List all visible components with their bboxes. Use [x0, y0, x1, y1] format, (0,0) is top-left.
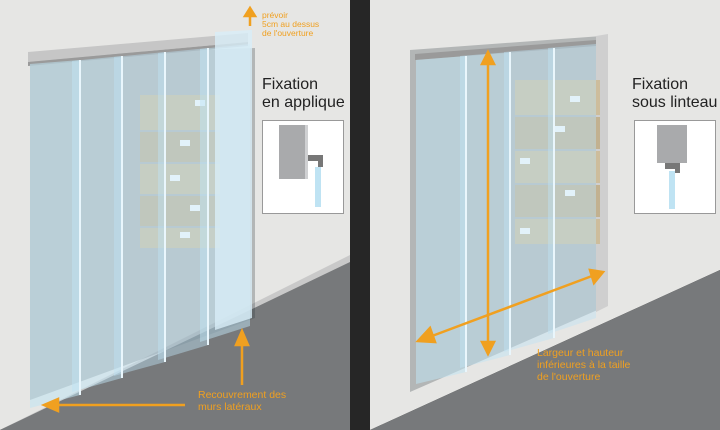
right-note-line1: Largeur et hauteur [537, 347, 624, 359]
left-top-note-line1: prévoir [262, 10, 288, 20]
left-detail-diagram [262, 120, 344, 214]
left-title-line1: Fixation [262, 76, 319, 93]
right-arrows [415, 49, 606, 357]
left-title-line2: en applique [262, 94, 345, 111]
left-detail-bracket-icon [279, 125, 323, 207]
left-arrows [40, 5, 258, 413]
right-scene [370, 0, 720, 430]
left-bottom-note-line1: Recouvrement des [198, 389, 287, 401]
right-note-line2: inférieures à la taille [537, 359, 631, 371]
left-panel-fixation-applique: prévoir 5cm au dessus de l'ouverture Fix… [0, 0, 350, 430]
right-note: Largeur et hauteur inférieures à la tail… [537, 347, 630, 383]
right-rail [415, 40, 596, 60]
right-curtain-strips [416, 44, 596, 384]
right-title-line2: sous linteau [632, 94, 718, 111]
right-note-line3: de l'ouverture [537, 371, 601, 383]
panel-divider [350, 0, 370, 430]
right-detail-bracket-icon [657, 125, 687, 209]
right-panel-fixation-sous-linteau: Fixation sous linteau Largeur et hauteur… [370, 0, 720, 430]
right-floor [370, 270, 720, 430]
left-bottom-note-line2: murs latéraux [198, 401, 262, 413]
left-scene [0, 0, 350, 430]
left-curtain-strips [30, 30, 252, 408]
right-title-line1: Fixation [632, 76, 689, 93]
right-title: Fixation sous linteau [632, 76, 717, 112]
left-bottom-note: Recouvrement des murs latéraux [198, 389, 286, 413]
left-rail [28, 33, 248, 62]
left-top-note-line3: de l'ouverture [262, 28, 314, 38]
left-title: Fixation en applique [262, 76, 345, 112]
right-detail-diagram [634, 120, 716, 214]
right-boxes [515, 80, 600, 244]
left-top-note-line2: 5cm au dessus [262, 19, 320, 29]
left-top-note: prévoir 5cm au dessus de l'ouverture [262, 11, 319, 38]
